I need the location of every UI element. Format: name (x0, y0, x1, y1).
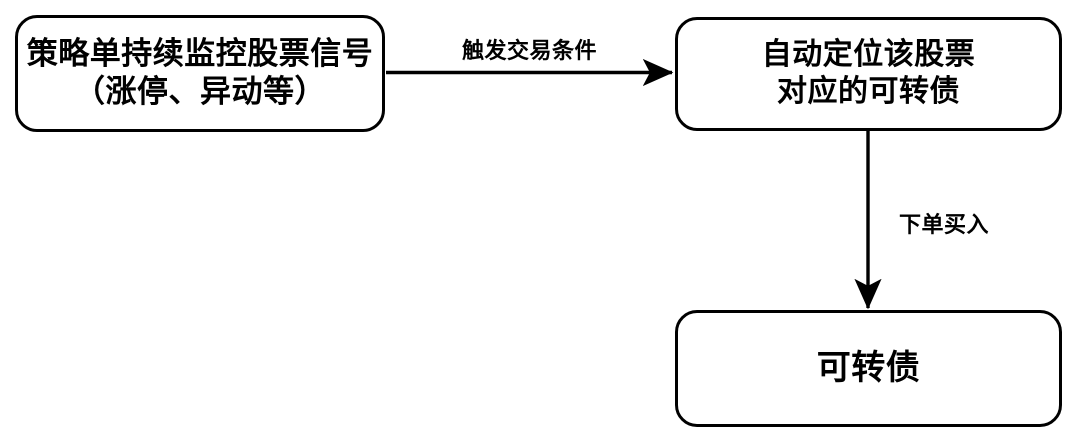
node-locate-label: 自动定位该股票 对应的可转债 (761, 37, 976, 109)
node-monitor[interactable]: 策略单持续监控股票信号 （涨停、异动等） (15, 15, 385, 132)
node-locate[interactable]: 自动定位该股票 对应的可转债 (675, 17, 1062, 131)
node-bond[interactable]: 可转债 (675, 310, 1062, 427)
edge-label-trigger: 触发交易条件 (462, 39, 598, 64)
edge-label-order: 下单买入 (899, 213, 990, 238)
node-bond-label: 可转债 (816, 347, 921, 388)
node-monitor-label: 策略单持续监控股票信号 （涨停、异动等） (26, 35, 374, 110)
